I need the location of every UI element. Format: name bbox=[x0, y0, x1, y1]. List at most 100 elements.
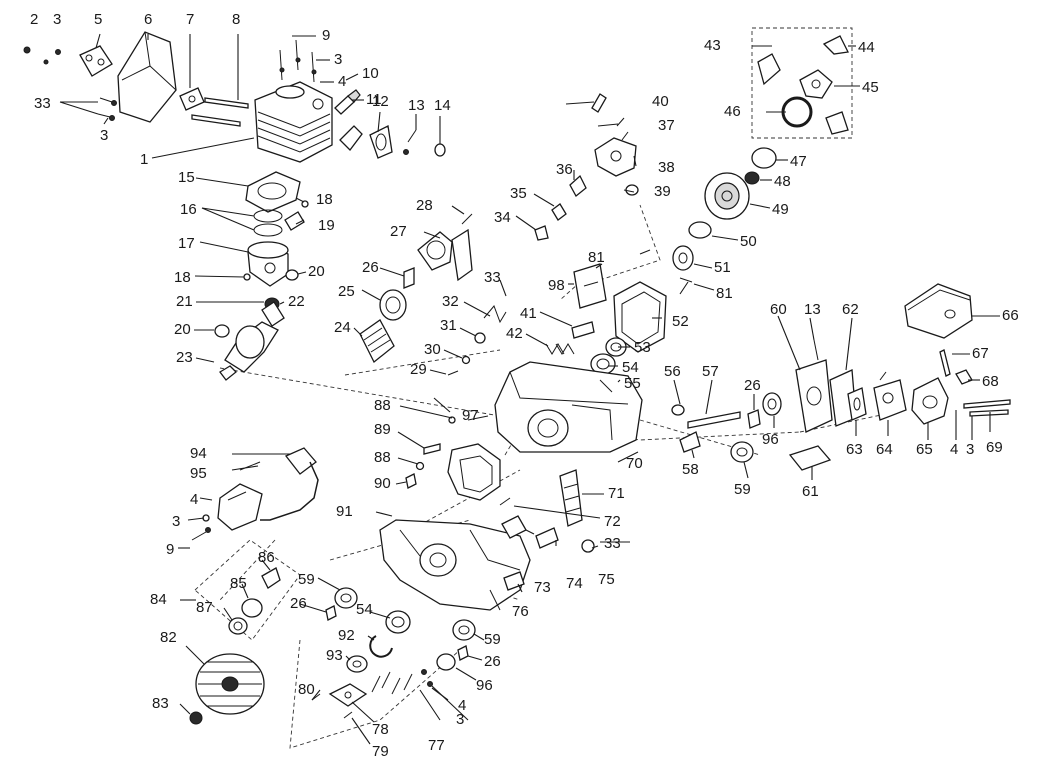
spring-87-part bbox=[228, 617, 248, 635]
label-2: 2 bbox=[30, 11, 38, 28]
oil-seal-25-part bbox=[379, 289, 407, 321]
clip-68-part bbox=[955, 369, 973, 385]
circlip-92-part bbox=[369, 635, 393, 658]
bolts-69-part bbox=[963, 399, 1011, 417]
pin-35-part bbox=[551, 203, 567, 221]
label-79: 79 bbox=[372, 743, 389, 760]
label-64: 64 bbox=[876, 441, 893, 458]
label-96: 96 bbox=[762, 431, 779, 448]
bearing-54-lower-part bbox=[385, 610, 411, 634]
piston-rings-part bbox=[253, 209, 283, 237]
label-34: 34 bbox=[494, 209, 511, 226]
bolt-90-part bbox=[405, 473, 417, 489]
tensioner-41-part bbox=[571, 321, 595, 339]
label-81: 81 bbox=[716, 285, 733, 302]
label-63: 63 bbox=[846, 441, 863, 458]
label-16: 16 bbox=[180, 201, 197, 218]
small-nut-part bbox=[23, 46, 31, 54]
label-51: 51 bbox=[714, 259, 731, 276]
screws-77-part bbox=[371, 669, 433, 695]
nut-75-part bbox=[581, 539, 595, 553]
screw-37-part bbox=[616, 117, 625, 127]
bracket-58-part bbox=[679, 431, 701, 453]
label-36: 36 bbox=[556, 161, 573, 178]
bushing-39-part bbox=[625, 184, 639, 196]
muffler-gasket-part bbox=[339, 125, 363, 151]
nut-88-part bbox=[415, 461, 425, 471]
label-4: 4 bbox=[950, 441, 958, 458]
label-26: 26 bbox=[744, 377, 761, 394]
label-23: 23 bbox=[176, 349, 193, 366]
crankcase-70-part bbox=[494, 361, 643, 453]
leader-lines bbox=[59, 33, 1000, 745]
label-6: 6 bbox=[144, 11, 152, 28]
plate-98-part bbox=[573, 263, 607, 309]
label-96: 96 bbox=[476, 677, 493, 694]
cylinder-cover-part bbox=[117, 31, 177, 123]
clutch-shoe-44-part bbox=[822, 35, 849, 55]
label-59: 59 bbox=[734, 481, 751, 498]
label-40: 40 bbox=[652, 93, 669, 110]
label-56: 56 bbox=[664, 363, 681, 380]
cylinder-part bbox=[254, 81, 333, 163]
label-3: 3 bbox=[100, 127, 108, 144]
label-70: 70 bbox=[626, 455, 643, 472]
pin-26-lower-b-part bbox=[457, 645, 469, 661]
label-95: 95 bbox=[190, 465, 207, 482]
label-19: 19 bbox=[318, 217, 335, 234]
label-3: 3 bbox=[456, 711, 464, 728]
oil-pump-cover-part bbox=[417, 231, 453, 271]
label-43: 43 bbox=[704, 37, 721, 54]
spring-32-part bbox=[483, 305, 507, 324]
label-78: 78 bbox=[372, 721, 389, 738]
label-89: 89 bbox=[374, 421, 391, 438]
label-92: 92 bbox=[338, 627, 355, 644]
label-26: 26 bbox=[484, 653, 501, 670]
part-number-labels: 2 3 5 6 7 8 9 3 4 10 11 12 13 14 33 3 1 … bbox=[30, 11, 1019, 760]
bolt-67-part bbox=[939, 349, 951, 377]
label-29: 29 bbox=[410, 361, 427, 378]
label-26: 26 bbox=[362, 259, 379, 276]
small-pin-part bbox=[43, 49, 61, 65]
label-44: 44 bbox=[858, 39, 875, 56]
label-68: 68 bbox=[982, 373, 999, 390]
washer-47-part bbox=[751, 147, 777, 169]
hose-40-part bbox=[591, 93, 607, 113]
washer-30-part bbox=[461, 355, 471, 365]
air-filter-cover-66-part bbox=[904, 283, 973, 339]
label-33: 33 bbox=[484, 269, 501, 286]
label-24: 24 bbox=[334, 319, 351, 336]
label-88: 88 bbox=[374, 397, 391, 414]
pin-26-right-part bbox=[747, 409, 761, 429]
label-9: 9 bbox=[322, 27, 330, 44]
label-27: 27 bbox=[390, 223, 407, 240]
gasket-7-part bbox=[179, 87, 205, 111]
label-5: 5 bbox=[94, 11, 102, 28]
label-76: 76 bbox=[512, 603, 529, 620]
cylinder-screws-part bbox=[279, 39, 317, 83]
label-45: 45 bbox=[862, 79, 879, 96]
label-74: 74 bbox=[566, 575, 583, 592]
label-60: 60 bbox=[770, 301, 787, 318]
label-83: 83 bbox=[152, 695, 169, 712]
label-22: 22 bbox=[288, 293, 305, 310]
label-3: 3 bbox=[334, 51, 342, 68]
label-21: 21 bbox=[176, 293, 193, 310]
label-82: 82 bbox=[160, 629, 177, 646]
label-28: 28 bbox=[416, 197, 433, 214]
carburetor-64-part bbox=[873, 371, 907, 421]
clutch-spring-46-part bbox=[781, 96, 813, 128]
label-11: 11 bbox=[366, 91, 382, 108]
label-20: 20 bbox=[308, 263, 325, 280]
gasket-63-part bbox=[847, 387, 867, 421]
label-30: 30 bbox=[424, 341, 441, 358]
gasket-plate-part bbox=[79, 45, 113, 77]
label-3: 3 bbox=[172, 513, 180, 530]
ignition-module-part bbox=[217, 483, 263, 531]
screw-29-part bbox=[447, 370, 459, 376]
label-14: 14 bbox=[434, 97, 451, 114]
seal-53-part bbox=[605, 337, 627, 357]
label-85: 85 bbox=[230, 575, 247, 592]
label-39: 39 bbox=[654, 183, 671, 200]
